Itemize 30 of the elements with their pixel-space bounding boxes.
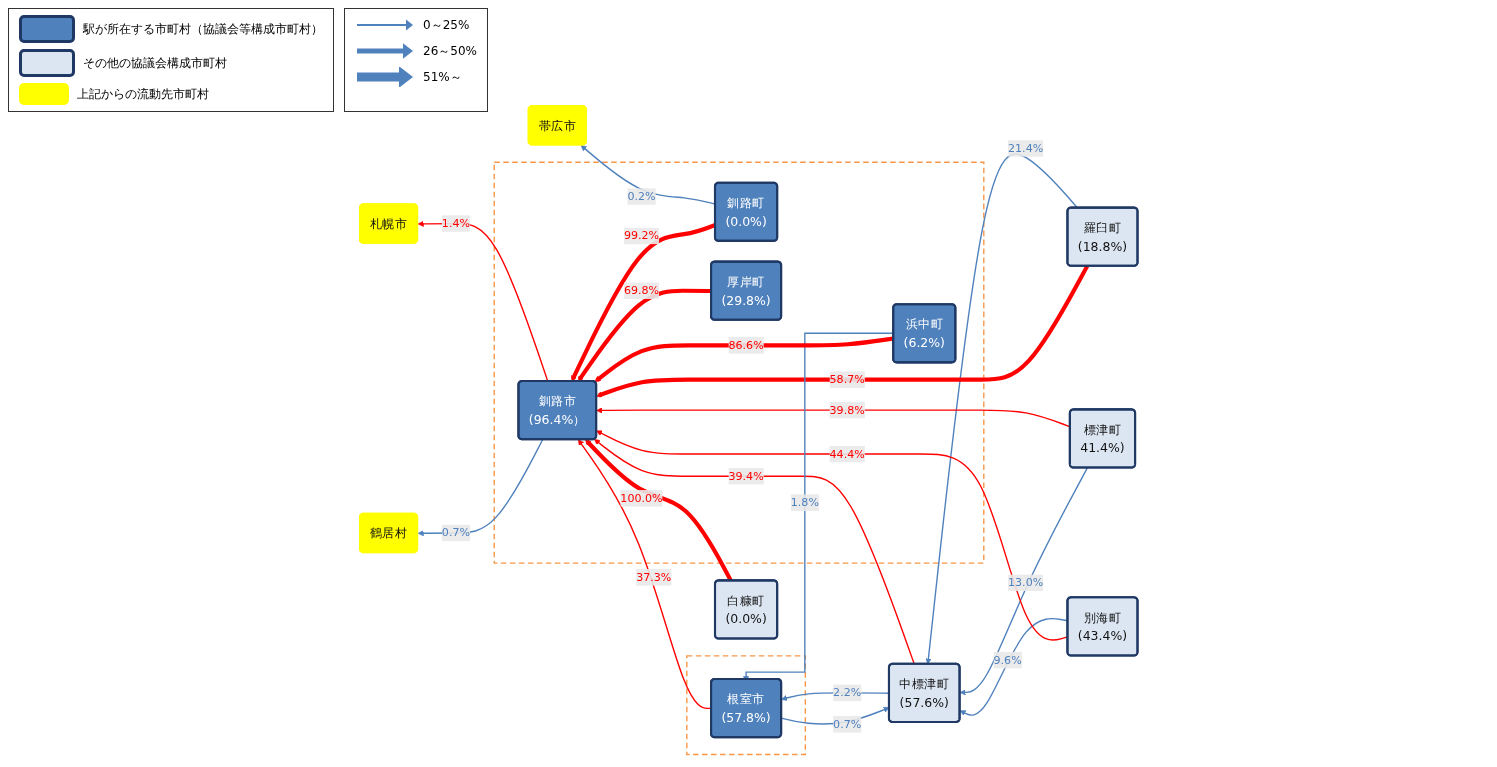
edge-label: 37.3%: [636, 570, 672, 584]
arrow: [596, 265, 1089, 398]
edge-label: 69.8%: [623, 283, 660, 297]
arrow: [577, 288, 712, 382]
cluster: [493, 161, 985, 564]
edge-label: 0.7%: [441, 526, 470, 540]
legend-label: 上記からの流動先市町村: [77, 85, 209, 103]
arrow: [594, 336, 894, 383]
edge-label: 58.7%: [829, 372, 865, 386]
cluster: [686, 655, 807, 756]
edge-label: 99.2%: [623, 229, 660, 243]
edge-label: 2.2%: [833, 685, 862, 700]
legend-label: その他の協議会構成市町村: [83, 54, 227, 72]
edge-label: 0.2%: [627, 189, 656, 203]
legend-label: 駅が所在する市町村（協議会等構成市町村）: [83, 20, 323, 38]
edge-label: 100.0%: [620, 491, 663, 505]
edge-label: 21.4%: [1008, 141, 1044, 155]
edge-label: 39.8%: [829, 403, 865, 417]
arrow: [959, 467, 1089, 696]
edge-label: 13.0%: [1008, 575, 1044, 590]
edge-label: 1.8%: [790, 495, 819, 509]
legend-label: 0～25%: [423, 16, 470, 34]
legend-label: 26～50%: [423, 42, 477, 60]
legend-label: 51%～: [423, 68, 462, 86]
edge-label: 1.4%: [441, 216, 470, 230]
edge-label: 44.4%: [829, 447, 865, 461]
edge-label: 86.6%: [728, 338, 764, 352]
edge-label: 9.6%: [993, 653, 1022, 667]
edge-label: 0.7%: [833, 717, 862, 731]
edge-label: 39.4%: [728, 469, 764, 483]
